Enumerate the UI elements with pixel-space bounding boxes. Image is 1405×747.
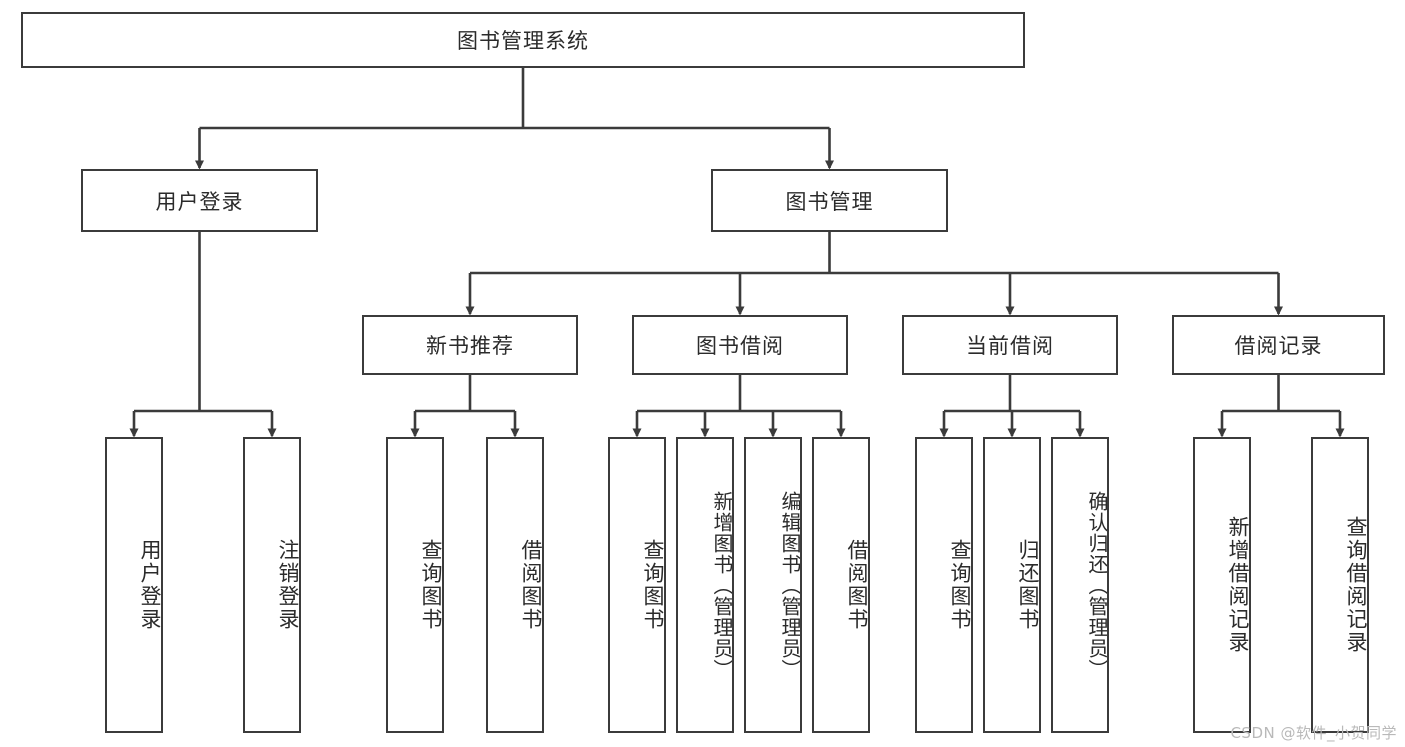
node-book-borrow[interactable]: 图书借阅 — [632, 315, 848, 375]
node-leaf-query-record[interactable]: 查询借阅记录 — [1311, 437, 1369, 733]
csdn-watermark: CSDN @软件_小贺同学 — [1230, 724, 1397, 742]
node-leaf-user-login[interactable]: 用户登录 — [105, 437, 163, 733]
node-leaf-query-book-1[interactable]: 查询图书 — [386, 437, 444, 733]
node-borrow-record[interactable]: 借阅记录 — [1172, 315, 1385, 375]
node-new-book-recommend[interactable]: 新书推荐 — [362, 315, 578, 375]
node-leaf-query-book-3[interactable]: 查询图书 — [915, 437, 973, 733]
node-book-manage[interactable]: 图书管理 — [711, 169, 948, 232]
node-leaf-edit-book[interactable]: 编辑图书（管理员） — [744, 437, 802, 733]
node-leaf-return-book[interactable]: 归还图书 — [983, 437, 1041, 733]
node-leaf-confirm-return[interactable]: 确认归还（管理员） — [1051, 437, 1109, 733]
node-leaf-query-book-2[interactable]: 查询图书 — [608, 437, 666, 733]
node-leaf-add-record[interactable]: 新增借阅记录 — [1193, 437, 1251, 733]
node-leaf-borrow-book-1[interactable]: 借阅图书 — [486, 437, 544, 733]
node-root[interactable]: 图书管理系统 — [21, 12, 1025, 68]
node-leaf-logout[interactable]: 注销登录 — [243, 437, 301, 733]
node-current-borrow[interactable]: 当前借阅 — [902, 315, 1118, 375]
node-user-login[interactable]: 用户登录 — [81, 169, 318, 232]
node-leaf-borrow-book-2[interactable]: 借阅图书 — [812, 437, 870, 733]
node-leaf-add-book[interactable]: 新增图书（管理员） — [676, 437, 734, 733]
